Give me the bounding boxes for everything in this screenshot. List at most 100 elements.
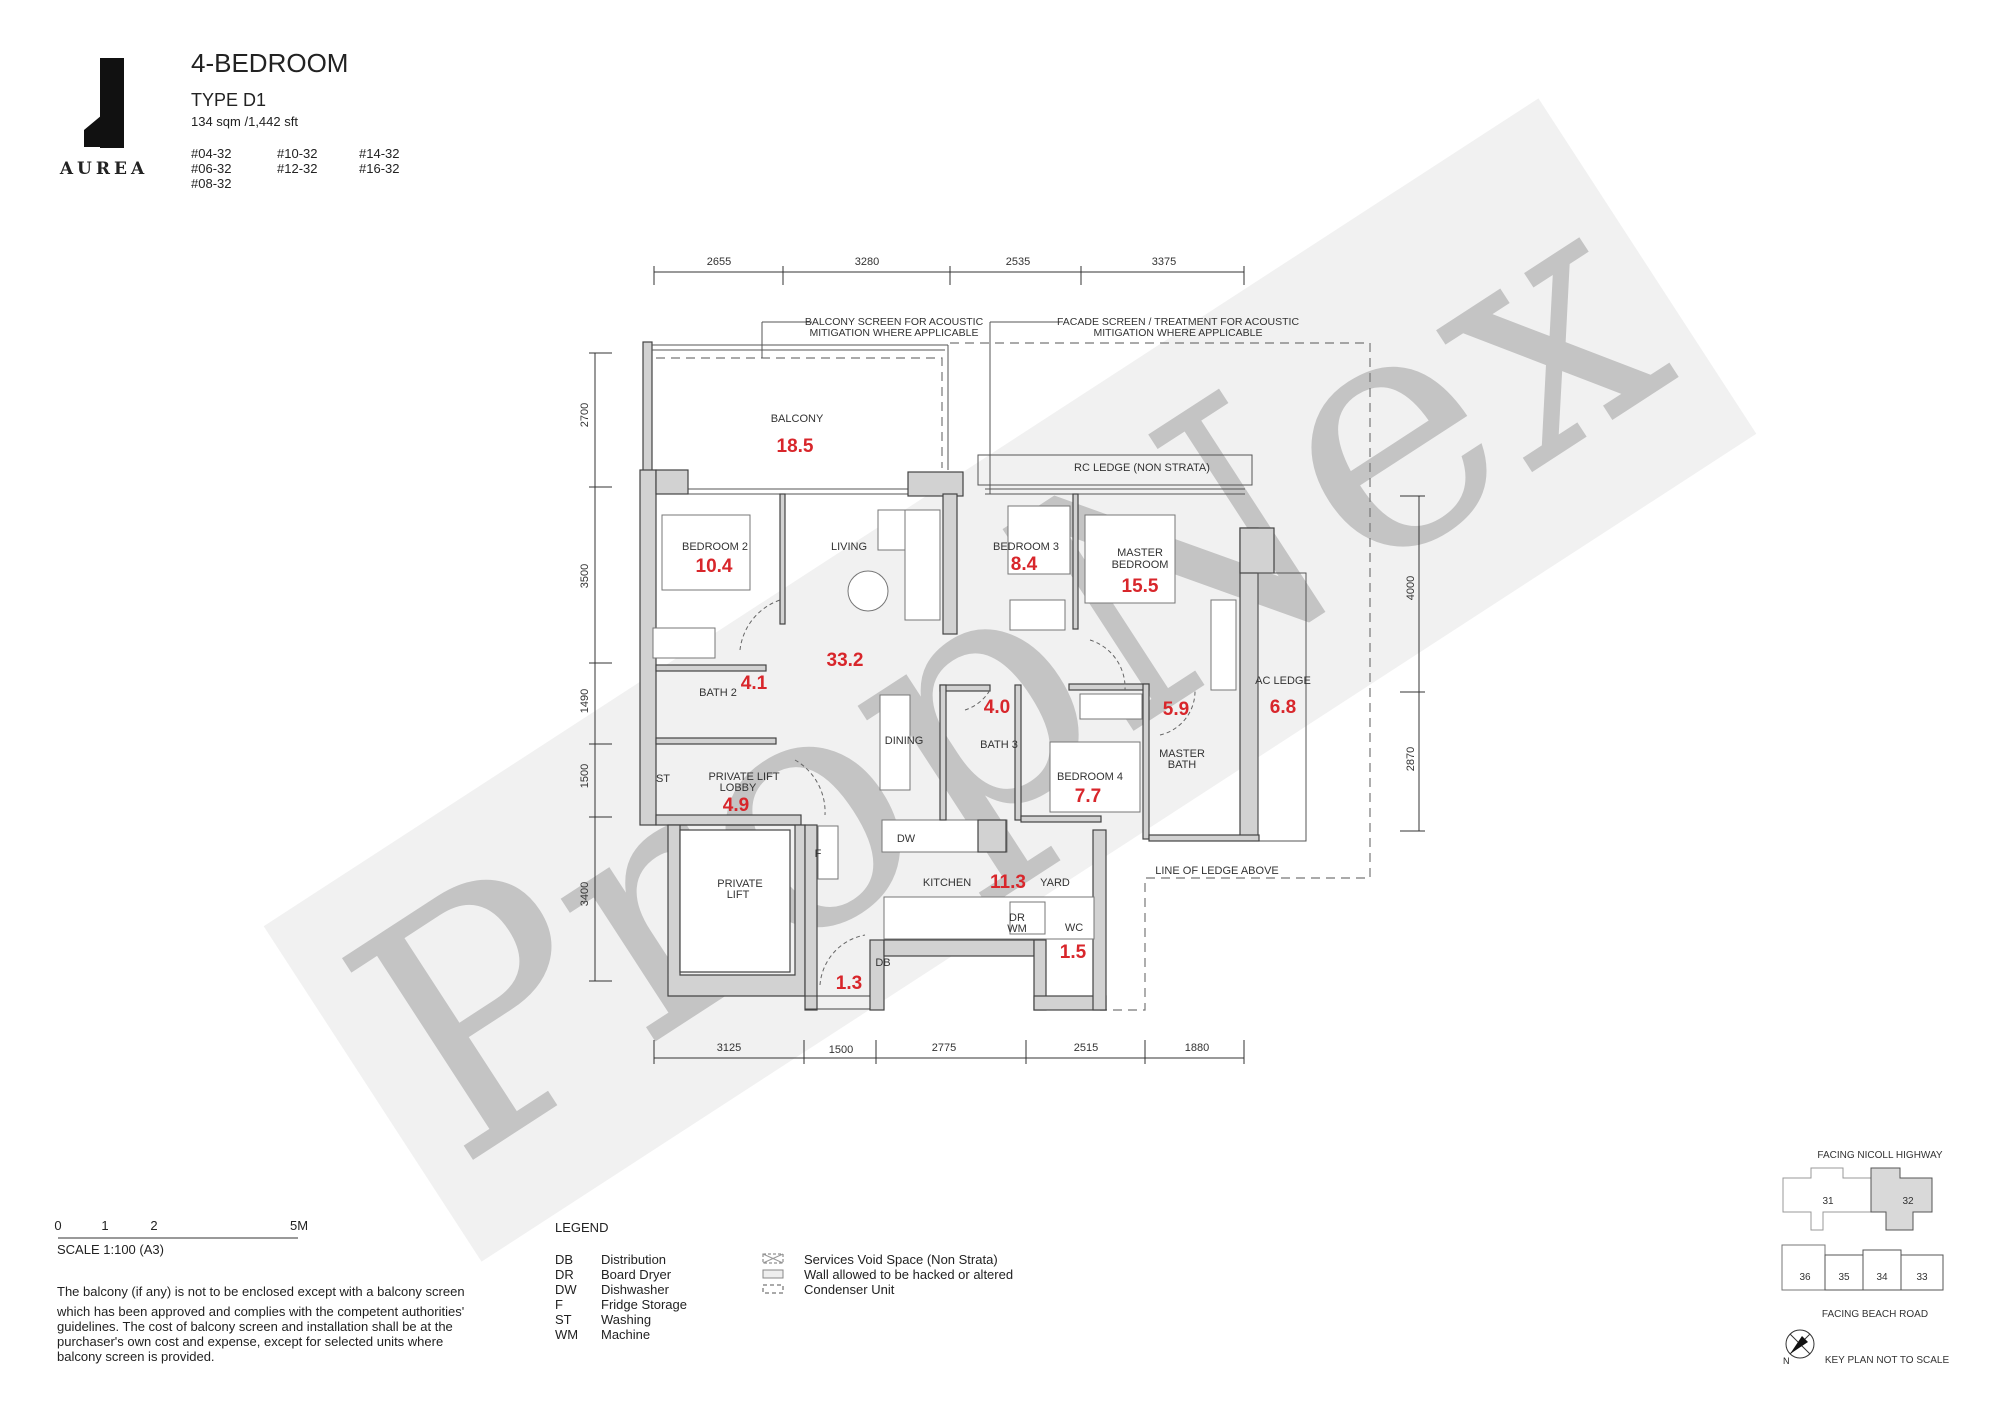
room-area: 4.1 xyxy=(741,673,768,694)
room-label: DW xyxy=(897,833,916,845)
room-label: KITCHEN xyxy=(923,877,971,889)
room-area: 33.2 xyxy=(827,650,864,671)
room-label: WC xyxy=(1065,922,1083,934)
unit-size: 134 sqm /1,442 sft xyxy=(191,114,298,129)
legend-code: DW xyxy=(555,1282,577,1297)
room-label: BEDROOM xyxy=(1112,559,1169,571)
key-plan: FACING NICOLL HIGHWAY 31 32 36 35 34 33 … xyxy=(1781,1150,1950,1366)
room-label: BEDROOM 3 xyxy=(993,541,1059,553)
room-label: MASTER xyxy=(1159,748,1205,760)
dimension-bottom: 1500 xyxy=(829,1044,853,1056)
room-area: 6.8 xyxy=(1270,697,1296,718)
unit-number: #10-32 xyxy=(277,146,317,161)
legend-code: WM xyxy=(555,1327,578,1342)
dimension-left: 1490 xyxy=(579,689,591,713)
dimension-left: 3500 xyxy=(579,564,591,588)
room-area: 15.5 xyxy=(1122,576,1159,597)
legend-desc: Washing xyxy=(601,1312,651,1327)
condenser-unit-icon xyxy=(762,1284,784,1294)
room-label: PRIVATE LIFT xyxy=(708,771,779,783)
dimension-top: 2535 xyxy=(1006,256,1030,268)
brand-name: AUREA xyxy=(59,159,148,179)
services-void-icon xyxy=(762,1253,784,1264)
unit-number: #14-32 xyxy=(359,146,399,161)
room-area: 8.4 xyxy=(1011,554,1038,575)
room-area: 7.7 xyxy=(1075,786,1101,807)
key-unit-32 xyxy=(1870,1167,1933,1231)
room-label: BATH 2 xyxy=(699,687,737,699)
unit-title: 4-BEDROOM xyxy=(191,48,348,78)
disclaimer-line: which has been approved and complies wit… xyxy=(56,1304,464,1319)
key-unit-label: 34 xyxy=(1876,1272,1888,1283)
watermark: PropNex xyxy=(263,98,1757,1262)
unit-number: #04-32 xyxy=(191,146,231,161)
room-label: F xyxy=(815,848,822,860)
key-unit-label: 36 xyxy=(1799,1272,1811,1283)
room-label: ST xyxy=(656,773,670,785)
scale-tick: 0 xyxy=(54,1218,61,1233)
key-plan-bottom-label: FACING BEACH ROAD xyxy=(1822,1309,1928,1320)
room-area: 4.9 xyxy=(723,795,749,816)
room-label: YARD xyxy=(1040,877,1070,889)
key-unit-33 xyxy=(1900,1254,1944,1291)
room-area: 18.5 xyxy=(777,436,814,457)
disclaimer-line: The balcony (if any) is not to be enclos… xyxy=(57,1284,465,1299)
hackable-wall-icon xyxy=(762,1269,784,1279)
key-unit-label: 31 xyxy=(1822,1196,1834,1207)
legend-desc: Fridge Storage xyxy=(601,1297,687,1312)
room-area: 11.3 xyxy=(990,872,1026,893)
scale-label: SCALE 1:100 (A3) xyxy=(57,1242,164,1257)
disclaimer: The balcony (if any) is not to be enclos… xyxy=(56,1284,465,1364)
dimension-right: 2870 xyxy=(1405,747,1417,771)
room-label: LIVING xyxy=(831,541,867,553)
line-of-ledge-label: LINE OF LEDGE ABOVE xyxy=(1155,865,1279,877)
balcony-screen-note: BALCONY SCREEN FOR ACOUSTIC xyxy=(805,316,984,328)
dimension-left: 1500 xyxy=(579,764,591,788)
legend-desc: Dishwasher xyxy=(601,1282,670,1297)
facade-screen-note: FACADE SCREEN / TREATMENT FOR ACOUSTIC xyxy=(1057,316,1300,328)
legend-desc: Machine xyxy=(601,1327,650,1342)
dimension-right: 4000 xyxy=(1405,576,1417,600)
key-unit-36 xyxy=(1781,1244,1826,1291)
dimension-bottom: 1880 xyxy=(1185,1042,1209,1054)
unit-number: #06-32 xyxy=(191,161,231,176)
key-plan-top-label: FACING NICOLL HIGHWAY xyxy=(1817,1150,1943,1161)
room-label: MASTER xyxy=(1117,547,1163,559)
room-label: AC LEDGE xyxy=(1255,675,1311,687)
room-label: LOBBY xyxy=(720,782,757,794)
room-label: WM xyxy=(1007,923,1027,935)
disclaimer-line: balcony screen is provided. xyxy=(57,1349,215,1364)
legend-code: ST xyxy=(555,1312,572,1327)
room-area: 1.3 xyxy=(836,973,862,994)
room-label: BATH xyxy=(1168,759,1197,771)
north-compass-icon: N xyxy=(1783,1329,1815,1366)
key-unit-34 xyxy=(1862,1249,1902,1291)
dimension-left: 2700 xyxy=(579,403,591,427)
legend-desc: Condenser Unit xyxy=(804,1282,895,1297)
dimension-top: 3375 xyxy=(1152,256,1176,268)
unit-number: #08-32 xyxy=(191,176,231,191)
room-label: BALCONY xyxy=(771,413,824,425)
legend-desc: Board Dryer xyxy=(601,1267,672,1282)
legend-code: F xyxy=(555,1297,563,1312)
room-label: BATH 3 xyxy=(980,739,1018,751)
legend-desc: Services Void Space (Non Strata) xyxy=(804,1252,998,1267)
key-unit-label: 32 xyxy=(1902,1196,1914,1207)
unit-type: TYPE D1 xyxy=(191,90,266,110)
disclaimer-line: guidelines. The cost of balcony screen a… xyxy=(57,1319,453,1334)
room-area: 1.5 xyxy=(1060,942,1087,963)
key-plan-note: KEY PLAN NOT TO SCALE xyxy=(1825,1355,1950,1366)
room-area: 10.4 xyxy=(696,556,733,577)
scale-tick: 5M xyxy=(290,1218,308,1233)
room-label: DR xyxy=(1009,912,1025,924)
room-label: PRIVATE xyxy=(717,878,762,890)
room-label: BEDROOM 4 xyxy=(1057,771,1123,783)
room-label: BEDROOM 2 xyxy=(682,541,748,553)
dimension-lines xyxy=(589,266,1425,1064)
balcony-screen-note: MITIGATION WHERE APPLICABLE xyxy=(809,327,978,339)
watermark-text: PropNex xyxy=(291,118,1724,1235)
north-label: N xyxy=(1783,1356,1790,1366)
legend-desc: Distribution xyxy=(601,1252,666,1267)
dimension-left: 3400 xyxy=(579,882,591,906)
